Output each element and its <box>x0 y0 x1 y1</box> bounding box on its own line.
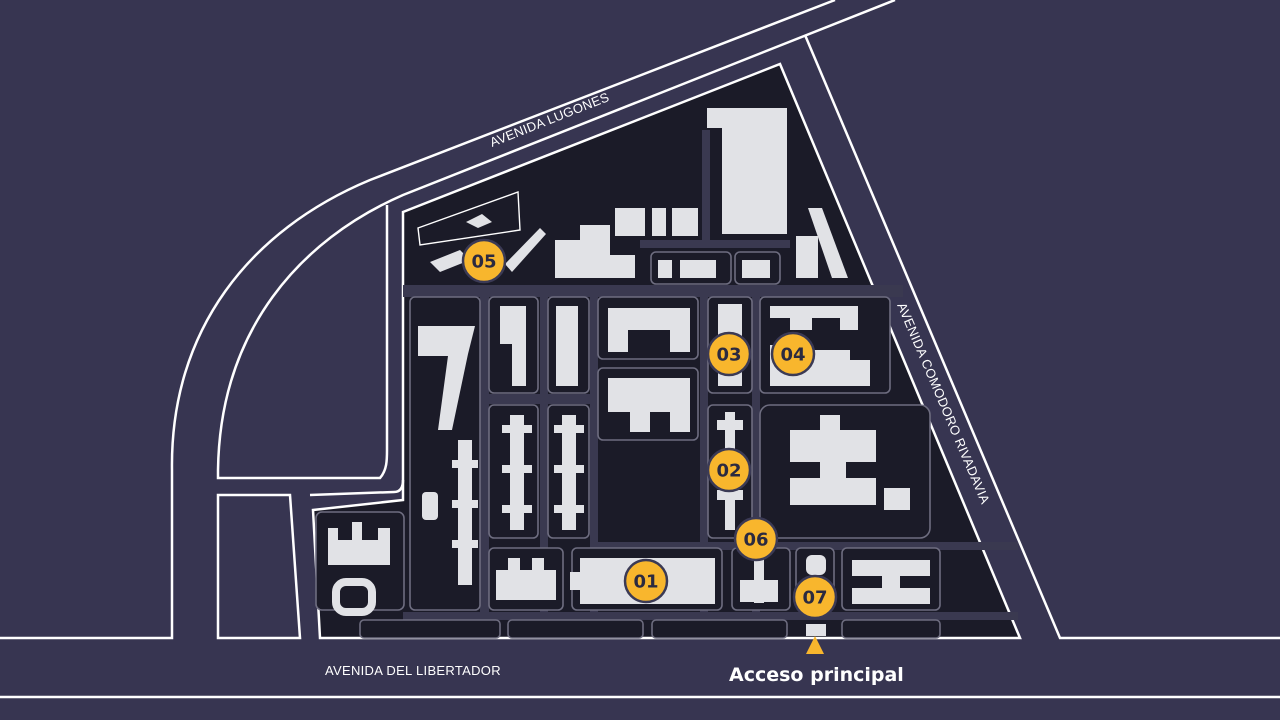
marker-06[interactable]: 06 <box>733 516 779 562</box>
access-arrow-icon <box>806 636 824 654</box>
marker-label: 06 <box>743 530 768 551</box>
marker-02[interactable]: 02 <box>706 447 752 493</box>
marker-label: 05 <box>471 252 496 273</box>
marker-label: 07 <box>802 588 827 609</box>
marker-05[interactable]: 05 <box>461 238 507 284</box>
internal-streets <box>403 130 1018 620</box>
marker-04[interactable]: 04 <box>770 331 816 377</box>
marker-07[interactable]: 07 <box>792 574 838 620</box>
marker-label: 01 <box>633 572 658 593</box>
access-label: Acceso principal <box>729 664 904 686</box>
marker-label: 02 <box>716 461 741 482</box>
marker-03[interactable]: 03 <box>706 331 752 377</box>
street-label-libertador: AVENIDA DEL LIBERTADOR <box>325 663 501 678</box>
marker-01[interactable]: 01 <box>623 558 669 604</box>
marker-label: 03 <box>716 345 741 366</box>
road-outlines <box>0 0 1280 699</box>
marker-label: 04 <box>780 345 805 366</box>
enclosure-outline <box>417 191 521 246</box>
